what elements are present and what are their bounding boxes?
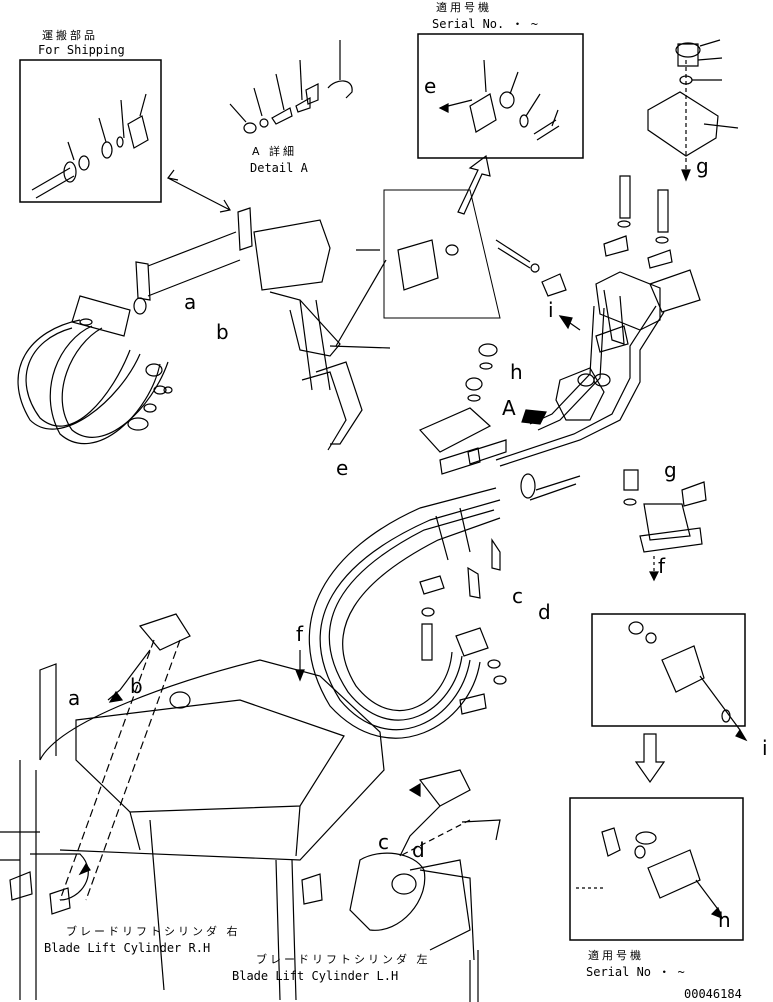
label-f-mid: f: [296, 622, 304, 646]
label-g-mid: g: [664, 458, 677, 482]
label-i-mid: i: [548, 298, 554, 322]
shipping-title-en: For Shipping: [38, 43, 125, 57]
cyl-right-jp: ブレードリフトシリンダ 右: [66, 925, 241, 938]
serial-bottom-box: [569, 797, 744, 941]
center-curved-hoses: [308, 487, 507, 739]
label-c-cyl: c: [378, 830, 389, 854]
label-f-right: f: [658, 554, 666, 578]
label-e-mid: e: [336, 456, 349, 480]
inset-mid-right: [591, 613, 748, 742]
label-h-mid: h: [510, 360, 523, 384]
label-a: a: [184, 290, 197, 314]
serial-bottom-jp: 適用号機: [588, 949, 644, 962]
cyl-left-jp: ブレードリフトシリンダ 左: [256, 953, 431, 966]
drawing-number: 00046184: [684, 987, 742, 1001]
detail-a-jp: A 詳細: [252, 145, 298, 158]
detail-a-en: Detail A: [250, 161, 308, 175]
cover-assembly: [647, 39, 739, 182]
serial-bottom-en: Serial No ・ ~: [586, 965, 685, 979]
valve-assembly: [418, 343, 611, 475]
label-i-right: i: [762, 736, 768, 760]
label-h-bottom: h: [718, 908, 731, 932]
label-d-mid: d: [538, 600, 551, 624]
cyl-left-en: Blade Lift Cylinder L.H: [232, 969, 399, 983]
label-g-top: g: [696, 154, 709, 178]
label-b-body: b: [130, 674, 143, 698]
serial-top-box: [417, 33, 584, 159]
detail-a-parts: [229, 40, 353, 134]
label-c-mid: c: [512, 584, 523, 608]
serial-top-jp: 適用号機: [436, 1, 492, 14]
upper-left-hoses: [17, 207, 363, 451]
pipes-center: [495, 305, 665, 501]
bracket-lower-right: [623, 469, 707, 582]
shipping-box: [19, 59, 162, 203]
label-A: A: [502, 396, 516, 420]
serial-top-en: Serial No. ・ ~: [432, 17, 538, 31]
cyl-right-en: Blade Lift Cylinder R.H: [44, 941, 211, 955]
cylinder-left: [295, 650, 501, 1002]
label-e-top: e: [424, 74, 437, 98]
label-a-body: a: [68, 686, 81, 710]
shipping-title-jp: 運搬部品: [42, 29, 98, 42]
bracket-assembly-right: [495, 175, 701, 353]
machine-body: [0, 613, 385, 1001]
label-d-cyl: d: [412, 838, 425, 862]
label-b: b: [216, 320, 229, 344]
